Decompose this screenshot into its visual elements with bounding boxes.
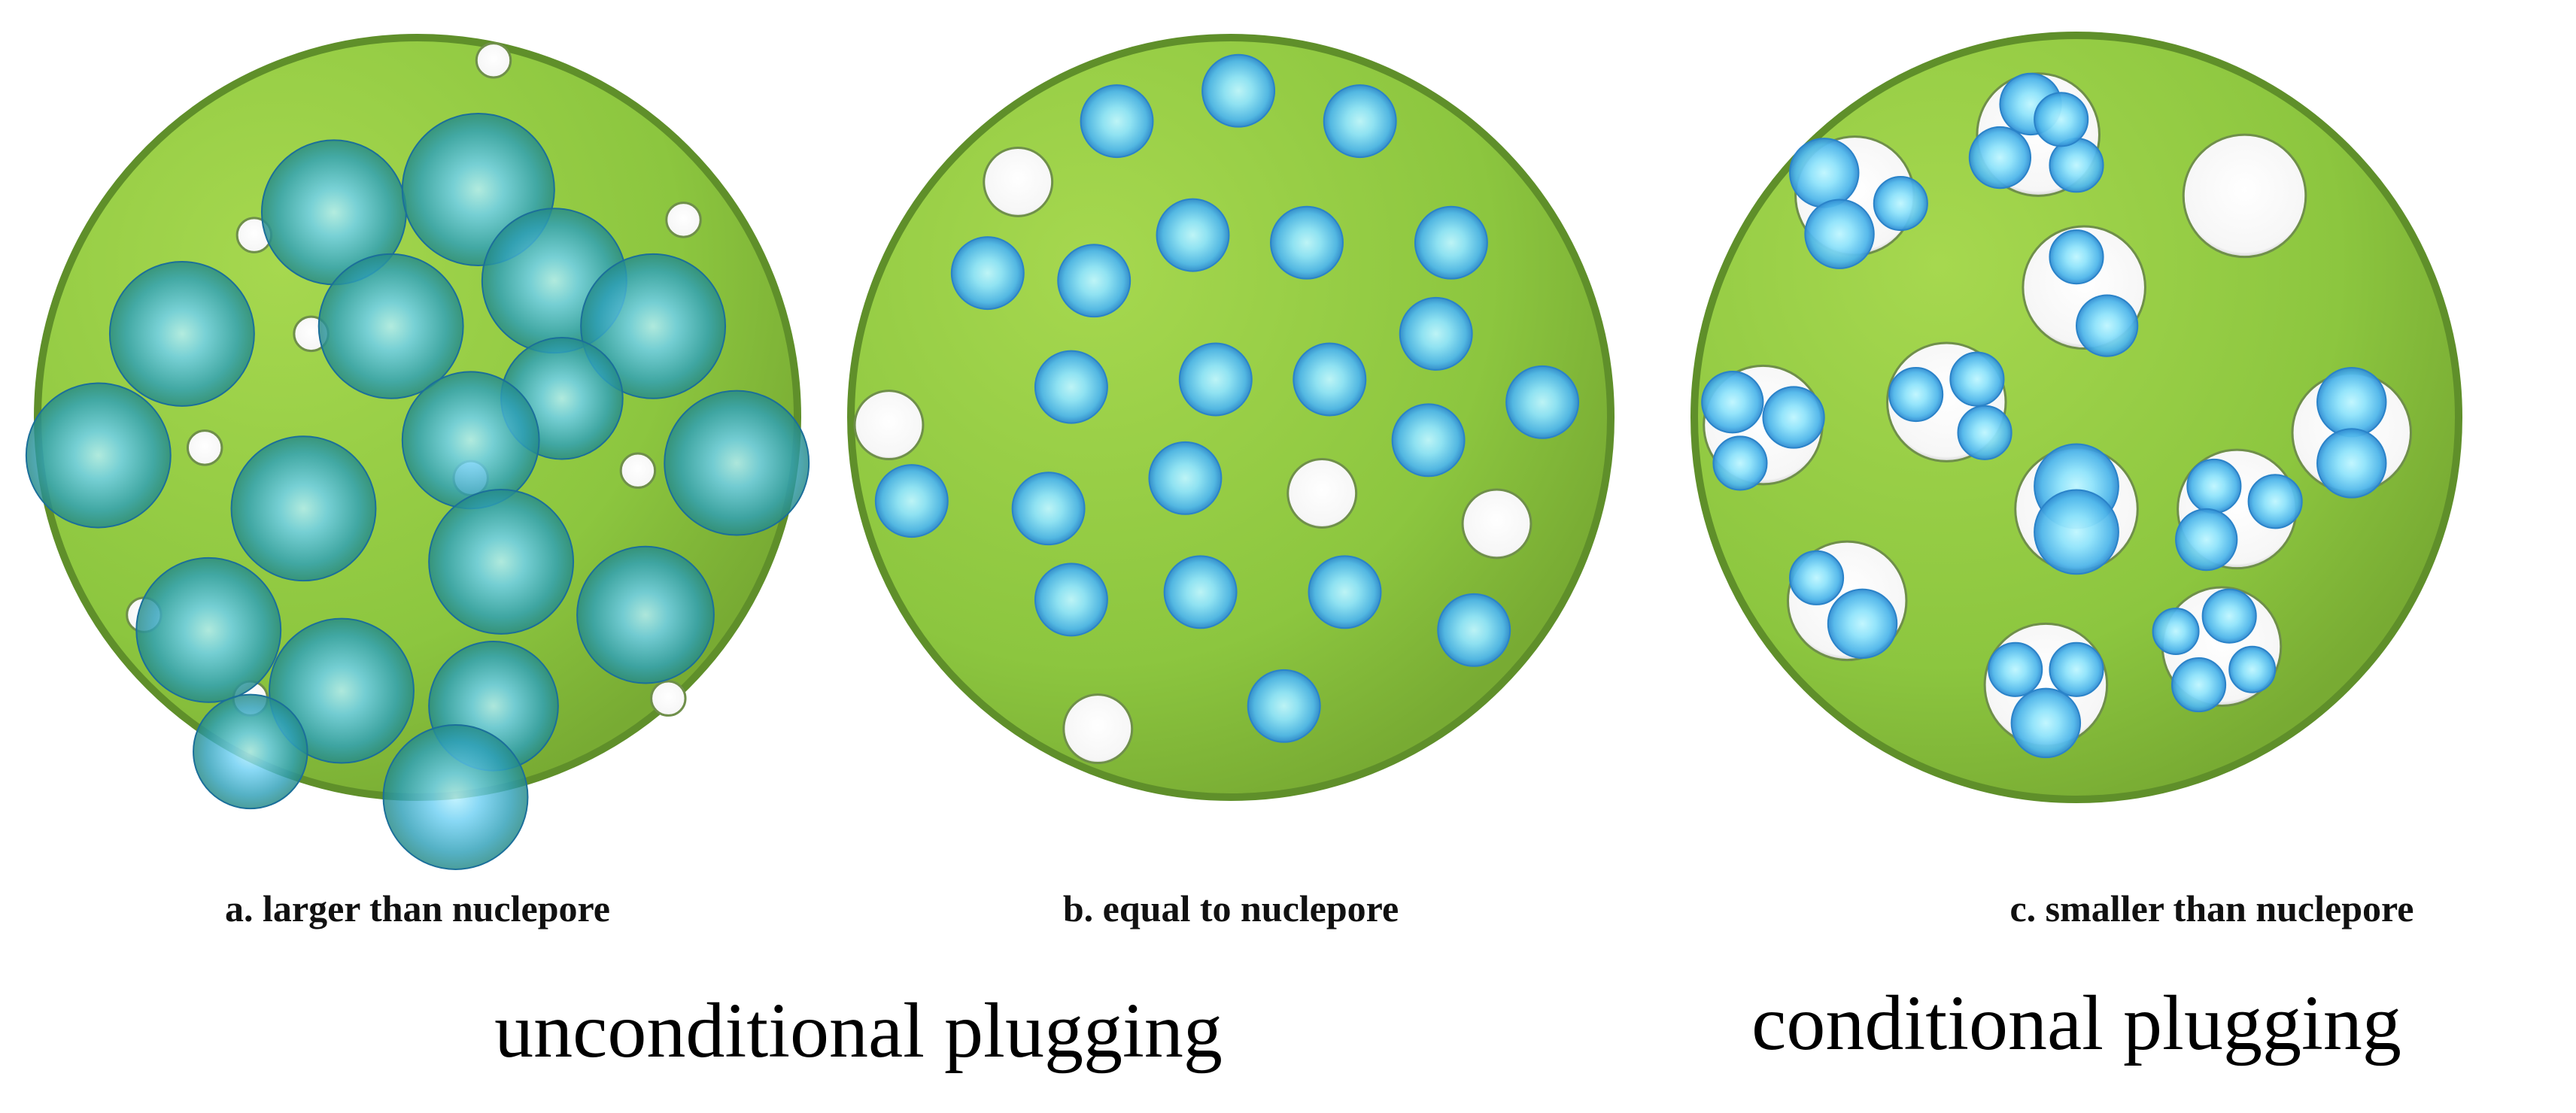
particle-c-1 xyxy=(1873,175,1928,232)
disc-b xyxy=(847,34,1615,801)
group-label-conditional: conditional plugging xyxy=(1751,980,2401,1066)
particle-b-6 xyxy=(1270,205,1344,280)
panel-a: a. larger than nuclepore xyxy=(25,34,810,930)
particle-a-9 xyxy=(230,435,377,582)
particle-b-5 xyxy=(1156,198,1230,272)
particle-c-14 xyxy=(1957,405,2012,460)
particle-b-20 xyxy=(1437,593,1511,667)
particle-b-9 xyxy=(1178,342,1253,417)
particle-b-19 xyxy=(1308,555,1382,629)
particle-a-16 xyxy=(193,693,308,810)
pore-a-6 xyxy=(619,452,657,489)
caption-c: c. smaller than nuclepore xyxy=(2009,887,2413,930)
particle-c-4 xyxy=(1968,126,2032,190)
particles-a xyxy=(25,113,810,870)
pore-a-9 xyxy=(650,680,687,717)
pore-b-0 xyxy=(983,146,1054,217)
particle-b-15 xyxy=(1148,441,1223,515)
particle-a-11 xyxy=(428,488,575,635)
particle-b-18 xyxy=(1163,555,1238,629)
particle-c-8 xyxy=(2076,294,2139,357)
particle-c-13 xyxy=(1949,351,2005,407)
particle-c-24 xyxy=(1988,641,2043,697)
group-label-unconditional: unconditional plugging xyxy=(494,987,1223,1074)
particle-c-21 xyxy=(2175,508,2238,572)
particle-b-12 xyxy=(1505,365,1580,439)
particle-b-14 xyxy=(1011,472,1086,546)
particle-b-1 xyxy=(1201,53,1276,128)
particle-a-3 xyxy=(108,260,255,407)
particle-c-27 xyxy=(2152,608,2200,655)
particles-c xyxy=(1701,72,2387,759)
particle-c-30 xyxy=(2228,645,2277,693)
caption-b: b. equal to nuclepore xyxy=(1063,887,1399,930)
particle-c-7 xyxy=(2049,229,2104,285)
particle-b-10 xyxy=(1293,342,1367,417)
particle-c-18 xyxy=(2034,489,2119,575)
panel-b: b. equal to nuclepore xyxy=(847,34,1615,930)
particle-a-12 xyxy=(135,556,282,703)
particle-b-13 xyxy=(874,464,949,538)
particle-c-22 xyxy=(1789,550,1845,605)
particle-c-2 xyxy=(1804,199,1875,269)
pore-a-4 xyxy=(186,429,223,466)
particle-c-10 xyxy=(1762,386,1825,449)
particles-b xyxy=(874,53,1580,743)
caption-a: a. larger than nuclepore xyxy=(225,887,610,930)
pores-b xyxy=(853,146,1533,765)
particle-c-20 xyxy=(2247,474,2303,529)
particle-b-4 xyxy=(1057,244,1132,318)
particle-b-16 xyxy=(1391,403,1466,478)
particle-b-21 xyxy=(1247,669,1321,743)
pore-c-2 xyxy=(2182,133,2307,259)
particle-a-6 xyxy=(25,382,172,529)
particle-b-7 xyxy=(1414,205,1488,280)
pore-b-1 xyxy=(853,390,925,461)
particle-c-26 xyxy=(2010,687,2082,759)
particle-c-9 xyxy=(1701,371,1764,434)
pore-b-2 xyxy=(1286,458,1358,529)
particle-c-28 xyxy=(2201,588,2257,644)
particle-a-8 xyxy=(401,371,540,510)
particle-b-8 xyxy=(1034,350,1108,424)
particle-a-13 xyxy=(576,545,715,684)
particle-b-11 xyxy=(1399,296,1473,371)
particle-c-0 xyxy=(1789,138,1860,208)
particle-c-6 xyxy=(2034,92,2089,147)
particle-c-16 xyxy=(2316,428,2387,499)
particle-c-25 xyxy=(2049,641,2104,697)
pore-b-3 xyxy=(1461,488,1533,560)
particle-c-12 xyxy=(1888,366,1944,423)
pores-a xyxy=(126,42,702,717)
particle-a-10 xyxy=(664,390,810,536)
particle-c-23 xyxy=(1827,588,1898,660)
particle-b-3 xyxy=(950,236,1025,311)
particle-c-11 xyxy=(1712,435,1768,491)
particle-a-14 xyxy=(269,617,415,764)
particle-a-5 xyxy=(580,253,727,399)
particle-b-2 xyxy=(1323,84,1397,159)
particle-a-4 xyxy=(317,253,464,399)
particle-a-17 xyxy=(382,724,529,870)
pore-a-2 xyxy=(665,202,702,238)
particle-c-29 xyxy=(2171,657,2227,713)
particle-c-19 xyxy=(2186,458,2242,514)
pore-a-0 xyxy=(475,42,512,79)
panel-c: c. smaller than nuclepore xyxy=(1690,32,2462,930)
particle-b-17 xyxy=(1034,563,1108,637)
particle-c-15 xyxy=(2316,366,2387,438)
particle-b-0 xyxy=(1080,84,1154,159)
pore-b-4 xyxy=(1062,693,1134,765)
